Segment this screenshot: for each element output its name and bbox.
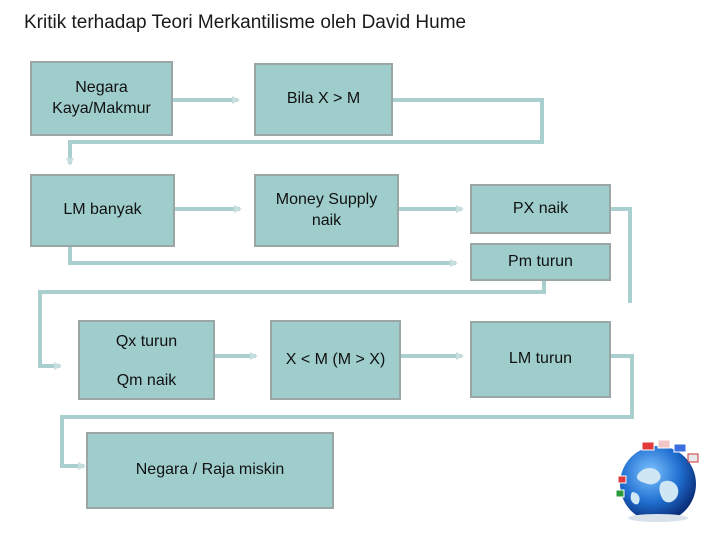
node-qx-turun-label: Qx turun — [115, 333, 178, 350]
node-money-supply-label: Money Supply naik — [275, 190, 378, 229]
node-bila-x-m-label: Bila X > M — [286, 90, 361, 108]
node-x-less-m: X < M (M > X) — [270, 320, 401, 400]
node-pm-turun-label: Pm turun — [508, 252, 573, 270]
arrow-lm-to-pm — [68, 246, 458, 267]
node-qm-naik-label: Qm naik — [116, 372, 177, 390]
node-x-less-m-label: X < M (M > X) — [285, 350, 386, 368]
page-title: Kritik terhadap Teori Merkantilisme oleh… — [24, 12, 467, 33]
node-lm-turun-label: LM turun — [508, 350, 573, 368]
node-bila-x-m: Bila X > M — [254, 63, 393, 136]
node-negara-miskin-label: Negara / Raja miskin — [135, 461, 285, 479]
node-pm-turun: Pm turun — [470, 243, 611, 281]
node-negara-kaya: Negara Kaya/Makmur — [30, 61, 173, 136]
node-lm-banyak-label: LM banyak — [63, 201, 142, 219]
node-lm-turun: LM turun — [470, 321, 611, 398]
node-money-supply: Money Supply naik — [254, 174, 399, 247]
node-px-naik-label: PX naik — [512, 199, 569, 217]
node-px-naik: PX naik — [470, 184, 611, 234]
globe-with-flags-icon — [615, 439, 699, 522]
arrow-px-down — [610, 207, 632, 303]
node-negara-kaya-label: Negara Kaya/Makmur — [52, 78, 151, 117]
node-negara-miskin: Negara / Raja miskin — [86, 432, 334, 509]
node-qx-qm: Qx turun Qm naik — [78, 320, 215, 400]
node-lm-banyak: LM banyak — [30, 174, 175, 247]
